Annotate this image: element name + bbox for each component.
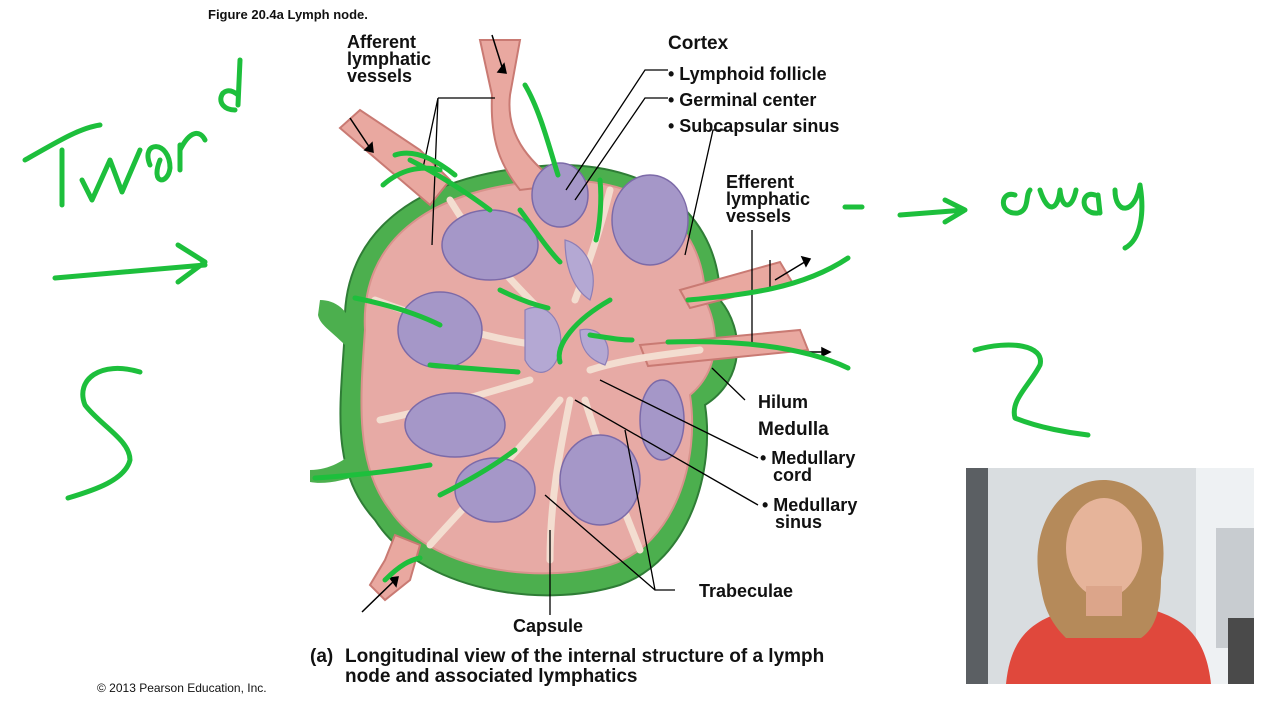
ink-dash-arrow xyxy=(842,197,968,225)
label-hilum: Hilum xyxy=(758,392,809,412)
copyright-notice: © 2013 Pearson Education, Inc. xyxy=(97,681,267,695)
label-trabeculae: Trabeculae xyxy=(699,581,794,601)
label-cortex-items: • Lymphoid follicle• Germinal center• Su… xyxy=(668,64,840,136)
presenter-video-icon xyxy=(966,468,1254,684)
label-capsule: Capsule xyxy=(513,616,584,636)
label-medulla: Medulla xyxy=(758,419,829,440)
caption-line-2: node and associated lymphatics xyxy=(345,666,638,687)
figure-title: Figure 20.4a Lymph node. xyxy=(208,7,368,22)
arrow-efferent-upper xyxy=(774,259,809,281)
ink-arrow-right xyxy=(52,242,208,285)
label-cortex: Cortex xyxy=(668,33,729,54)
capsule-outside-left xyxy=(318,300,352,345)
handwritten-annotations xyxy=(22,57,1145,583)
ink-s xyxy=(65,365,143,501)
ink-marks-on-diagram xyxy=(312,82,851,583)
ink-toward xyxy=(22,57,243,208)
ink-away xyxy=(1000,182,1145,251)
arrow-afferent-left xyxy=(349,117,371,149)
ink-2 xyxy=(972,342,1091,438)
presenter-video-frame xyxy=(966,468,1254,684)
arrow-afferent-top xyxy=(491,34,504,71)
flow-arrows xyxy=(349,34,832,613)
arrow-afferent-bottom xyxy=(361,579,396,613)
caption-tag: (a) xyxy=(310,646,334,667)
lymphoid-follicles xyxy=(397,162,689,526)
caption-line-1: Longitudinal view of the internal struct… xyxy=(345,646,825,667)
